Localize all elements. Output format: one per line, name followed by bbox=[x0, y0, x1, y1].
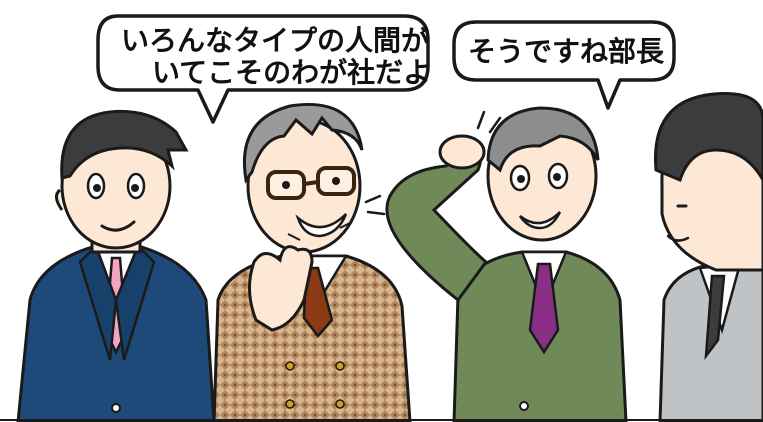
bubble-left-line1: いろんなタイプの人間が bbox=[121, 24, 429, 57]
person-scratching-olive bbox=[385, 106, 628, 422]
speech-bubble-left: いろんなタイプの人間が いてこそのわが社だよ bbox=[96, 14, 431, 124]
person-gray-profile bbox=[653, 92, 763, 422]
person-boss-houndstooth bbox=[212, 102, 412, 422]
bubble-right-text: そうですね部長 bbox=[468, 35, 665, 68]
bubble-left-line2: いてこそのわが社だよ bbox=[152, 56, 431, 89]
speech-bubble-right: そうですね部長 bbox=[452, 20, 676, 110]
person-young-navy bbox=[16, 109, 216, 422]
